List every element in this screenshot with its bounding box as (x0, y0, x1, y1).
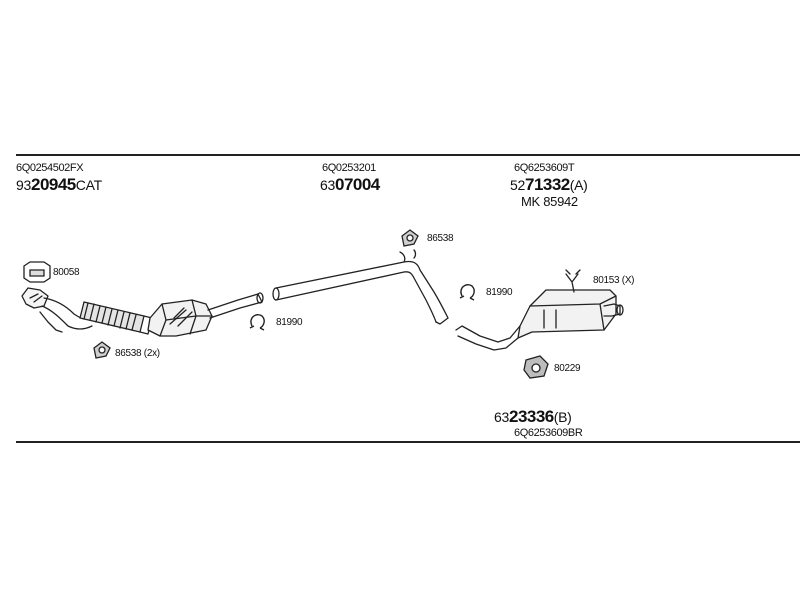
rubber-mount-icon (523, 355, 549, 379)
gasket-icon-middle (401, 229, 419, 247)
mounting-kit-label: MK 85942 (521, 194, 578, 209)
oe-number-rear-muffler-b: 6Q6253609BR (514, 427, 583, 439)
callout-hanger: 80153 (X) (593, 275, 635, 286)
oe-number-center-pipe: 6Q0253201 (322, 162, 376, 174)
part-number-rear-muffler-b: 6323336(B) (494, 407, 572, 426)
hanger-bracket-part (565, 269, 581, 293)
callout-rubber-mount: 80229 (554, 363, 581, 374)
callout-clamp-left: 81990 (276, 317, 303, 328)
callout-bracket-left: 80058 (53, 267, 80, 278)
callout-clamp-right: 81990 (486, 287, 513, 298)
top-divider-line (16, 154, 800, 156)
oe-number-front-pipe: 6Q0254502FX (16, 162, 84, 174)
center-pipe-part (272, 249, 449, 325)
clamp-icon-left (249, 314, 265, 331)
catalytic-converter-part (147, 292, 264, 337)
bracket-icon (23, 261, 51, 283)
oe-number-rear-muffler: 6Q6253609T (514, 162, 575, 174)
bottom-divider-line (16, 441, 800, 443)
rear-muffler-part (455, 289, 624, 351)
gasket-icon-left (93, 341, 111, 359)
clamp-icon-right (459, 284, 475, 301)
part-number-rear-muffler: 5271332(A) (510, 175, 588, 194)
callout-gasket-left: 86538 (2x) (115, 348, 160, 359)
part-number-catalytic-converter: 9320945CAT (16, 175, 102, 194)
part-number-center-pipe: 6307004 (320, 175, 380, 194)
front-pipe-part (21, 287, 153, 335)
callout-gasket-middle: 86538 (427, 233, 454, 244)
